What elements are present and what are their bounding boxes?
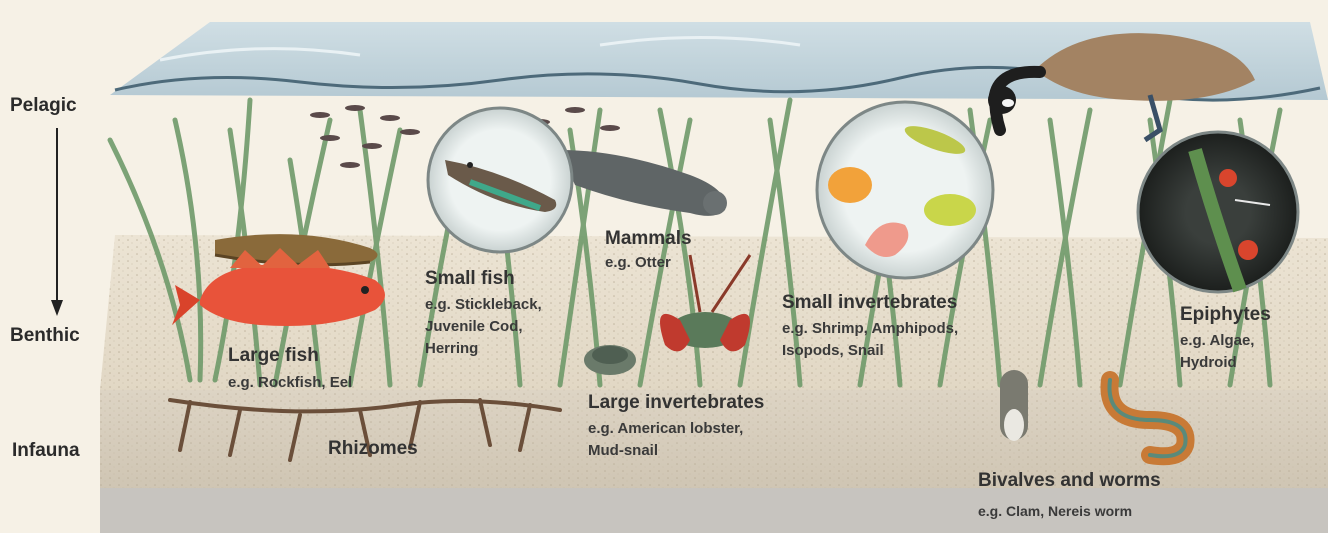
small-fish-example-line: Juvenile Cod, — [425, 316, 542, 338]
small-fish-example-line: e.g. Stickleback, — [425, 294, 542, 316]
mammals-example: e.g. Otter — [605, 252, 671, 274]
small-invertebrates-bubble — [817, 102, 993, 278]
small-fish-bubble — [428, 108, 572, 252]
large-invertebrates-example-line: e.g. American lobster, — [588, 418, 743, 440]
small-fish-title: Small fish — [425, 268, 515, 290]
pelagic-to-benthic-arrow — [51, 128, 63, 316]
mud-snail — [584, 345, 636, 375]
large-fish-example: e.g. Rockfish, Eel — [228, 372, 352, 394]
rhizomes-title: Rhizomes — [328, 438, 418, 460]
mammals-title: Mammals — [605, 228, 692, 250]
bedrock-layer — [100, 488, 1328, 533]
large-invertebrates-title: Large invertebrates — [588, 392, 764, 414]
bivalves-worms-example: e.g. Clam, Nereis worm — [978, 500, 1132, 522]
epiphytes-example: e.g. Algae, Hydroid — [1180, 330, 1254, 374]
epiphytes-bubble — [1138, 132, 1298, 292]
small-invertebrates-example-line: Isopods, Snail — [782, 340, 958, 362]
small-fish-example-line: Herring — [425, 338, 542, 360]
bivalves-worms-title: Bivalves and worms — [978, 470, 1161, 492]
small-invertebrates-title: Small invertebrates — [782, 292, 957, 314]
zone-label-pelagic: Pelagic — [10, 95, 77, 117]
small-fish-example: e.g. Stickleback, Juvenile Cod, Herring — [425, 294, 542, 360]
zone-label-infauna: Infauna — [12, 440, 80, 462]
large-fish-title: Large fish — [228, 345, 319, 367]
small-invertebrates-example: e.g. Shrimp, Amphipods, Isopods, Snail — [782, 318, 958, 362]
large-invertebrates-example: e.g. American lobster, Mud-snail — [588, 418, 743, 462]
small-invertebrates-example-line: e.g. Shrimp, Amphipods, — [782, 318, 958, 340]
large-invertebrates-example-line: Mud-snail — [588, 440, 743, 462]
zone-label-benthic: Benthic — [10, 325, 80, 347]
epiphytes-title: Epiphytes — [1180, 304, 1271, 326]
epiphytes-example-line: e.g. Algae, — [1180, 330, 1254, 352]
epiphytes-example-line: Hydroid — [1180, 352, 1254, 374]
clam — [1000, 370, 1028, 441]
